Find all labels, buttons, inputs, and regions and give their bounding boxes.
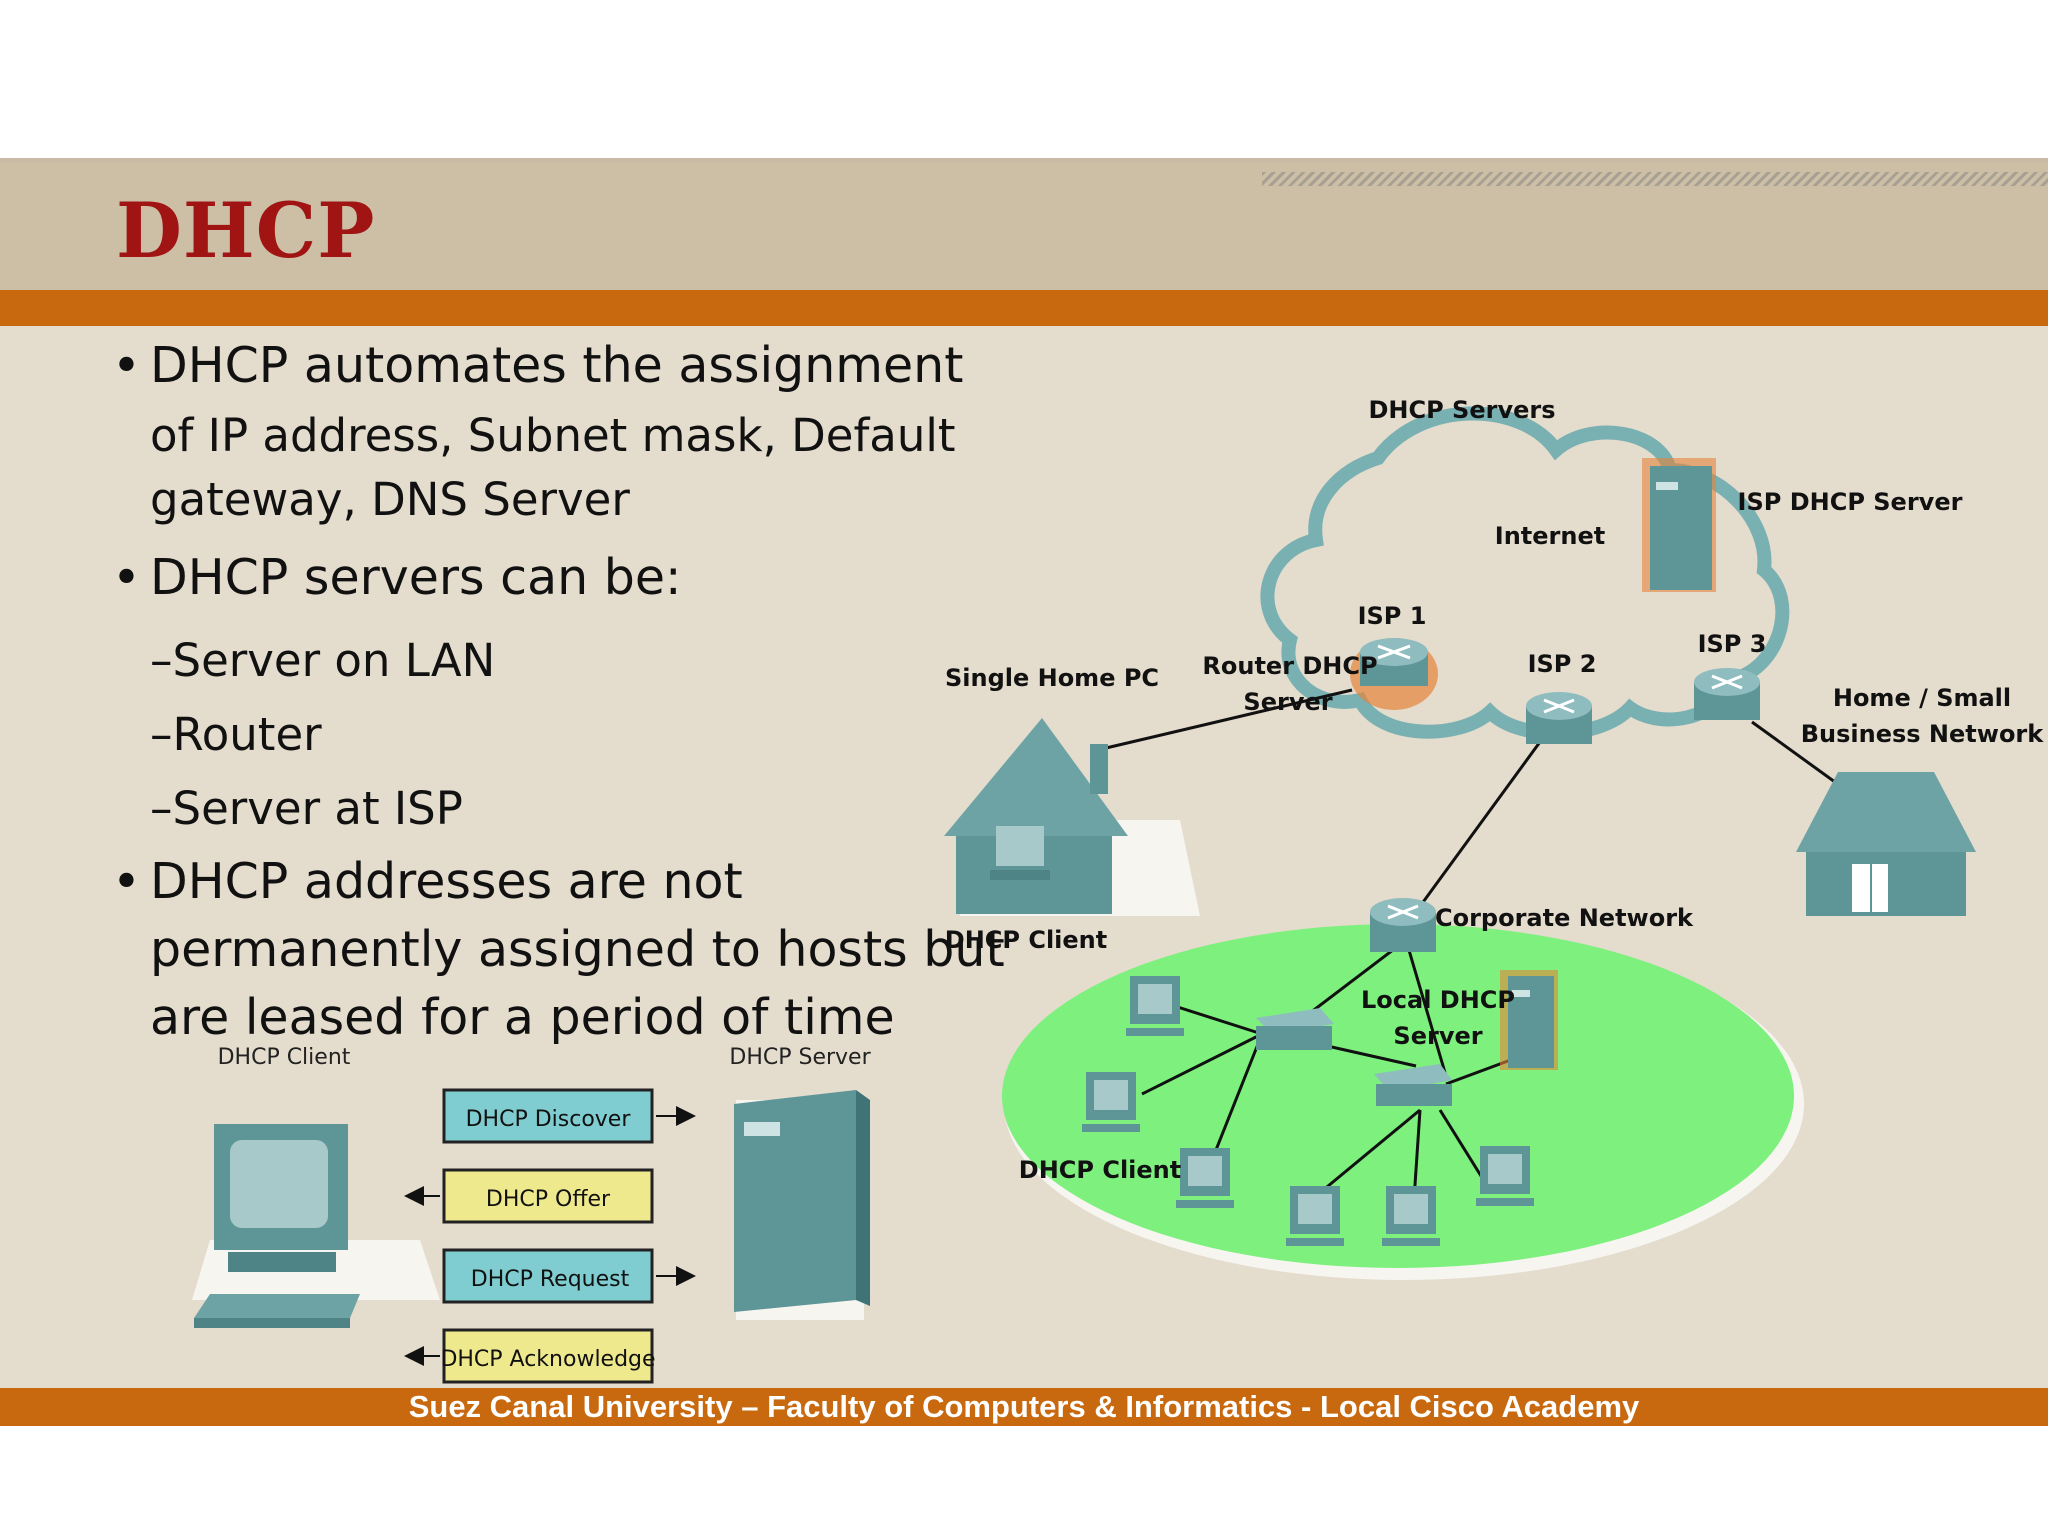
- sub-item-server-isp: –Server at ISP: [150, 782, 463, 835]
- message-acknowledge-label: DHCP Acknowledge: [440, 1347, 655, 1372]
- sub-list: –Server on LAN –Router –Server at ISP: [150, 624, 495, 846]
- bullet-3: • DHCP addresses are not permanently ass…: [112, 848, 1005, 1052]
- local-dhcp-server-icon: [1500, 970, 1558, 1070]
- label-isp1: ISP 1: [1358, 602, 1427, 630]
- pc-icon: [1382, 1186, 1440, 1246]
- single-home-house-icon: [944, 718, 1200, 916]
- small-business-house-icon: [1796, 772, 1976, 916]
- router-isp3-icon: [1694, 668, 1760, 720]
- bullet-1-line-2: of IP address, Subnet mask, Default: [150, 409, 956, 462]
- label-corporate-network: Corporate Network: [1435, 904, 1694, 932]
- bullet-1: • DHCP automates the assignment: [112, 334, 964, 398]
- top-rule: [0, 158, 2048, 162]
- lan-pcs: [1082, 976, 1534, 1246]
- bullet-3-line-3: are leased for a period of time: [150, 989, 895, 1046]
- bullet-1-cont: of IP address, Subnet mask, Default gate…: [150, 404, 956, 532]
- switch-icon: [1256, 1008, 1334, 1050]
- hatch-decoration: [1262, 172, 2048, 186]
- label-local-dhcp-server: Server: [1393, 1022, 1482, 1050]
- bullet-2: • DHCP servers can be:: [112, 546, 682, 610]
- footer-text: Suez Canal University – Faculty of Compu…: [408, 1389, 1640, 1424]
- label-business-network: Business Network: [1801, 720, 2045, 748]
- label-local-dhcp: Local DHCP: [1361, 986, 1515, 1014]
- message-offer: DHCP Offer: [404, 1168, 654, 1224]
- bullet-3-line-1: DHCP addresses are not: [150, 853, 743, 910]
- exchange-server-icon: [734, 1090, 870, 1320]
- pc-icon: [1476, 1146, 1534, 1206]
- label-router-dhcp-server: Server: [1243, 688, 1332, 716]
- label-isp2: ISP 2: [1528, 650, 1597, 678]
- switch-icon: [1374, 1064, 1452, 1106]
- pc-icon: [1126, 976, 1184, 1036]
- message-acknowledge: DHCP Acknowledge: [404, 1328, 656, 1384]
- message-discover-label: DHCP Discover: [466, 1107, 632, 1132]
- router-isp1-icon: [1350, 638, 1438, 710]
- accent-bar: [0, 290, 2048, 326]
- isp-dhcp-server-icon: [1642, 458, 1716, 592]
- bullet-2-line-1: DHCP servers can be:: [150, 549, 682, 606]
- bullet-dot: •: [112, 337, 141, 394]
- label-isp-dhcp-server: ISP DHCP Server: [1738, 488, 1963, 516]
- label-dhcp-servers: DHCP Servers: [1368, 396, 1555, 424]
- router-corporate-icon: [1370, 898, 1436, 952]
- bullet-3-line-2: permanently assigned to hosts but: [150, 921, 1005, 978]
- network-links: [1105, 688, 1847, 1201]
- message-request: DHCP Request: [442, 1248, 696, 1304]
- label-single-home-pc: Single Home PC: [945, 664, 1159, 692]
- sub-item-router: –Router: [150, 708, 322, 761]
- bullet-1-line-3: gateway, DNS Server: [150, 473, 630, 526]
- pc-icon: [1082, 1072, 1140, 1132]
- message-offer-label: DHCP Offer: [486, 1187, 611, 1212]
- client-computer-icon: [192, 1124, 440, 1328]
- footer-bar: [0, 1388, 2048, 1426]
- router-isp2-icon: [1526, 692, 1592, 744]
- pc-icon: [1176, 1148, 1234, 1208]
- message-discover: DHCP Discover: [442, 1088, 696, 1144]
- label-router-dhcp: Router DHCP: [1202, 652, 1377, 680]
- exchange-client-label: DHCP Client: [218, 1045, 351, 1070]
- pc-icon: [1286, 1186, 1344, 1246]
- message-request-label: DHCP Request: [471, 1267, 630, 1292]
- bullet-1-line-1: DHCP automates the assignment: [150, 337, 964, 394]
- sub-item-server-lan: –Server on LAN: [150, 634, 496, 687]
- label-dhcp-client-home: DHCP Client: [945, 926, 1107, 954]
- slide-title: DHCP: [116, 186, 376, 275]
- label-isp3: ISP 3: [1698, 630, 1767, 658]
- label-dhcp-client-lan: DHCP Client: [1019, 1156, 1181, 1184]
- label-home-small: Home / Small: [1833, 684, 2011, 712]
- label-internet: Internet: [1495, 522, 1605, 550]
- internet-cloud: [1260, 406, 1790, 741]
- exchange-server-label: DHCP Server: [729, 1045, 871, 1070]
- bullet-dot: •: [112, 549, 141, 606]
- bullet-dot: •: [112, 853, 141, 910]
